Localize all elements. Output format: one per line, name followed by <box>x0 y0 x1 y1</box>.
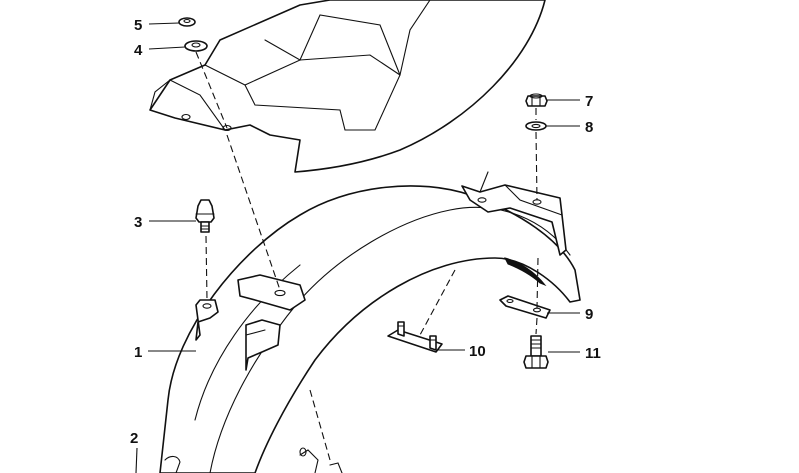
rear-fender-part-1 <box>159 171 581 473</box>
callout-label-4: 4 <box>134 42 143 59</box>
stud-part-3 <box>195 199 215 233</box>
bolt-part-11 <box>523 335 549 369</box>
callout-leaders <box>135 22 580 473</box>
washer-part-5 <box>178 17 196 27</box>
callout-label-7: 7 <box>585 93 593 110</box>
washer-part-4 <box>184 40 208 52</box>
bracket-part-9 <box>499 295 551 319</box>
callout-label-1: 1 <box>134 344 142 361</box>
callout-labels: 5 4 3 1 2 7 8 9 10 11 <box>130 17 601 447</box>
callout-label-11: 11 <box>585 345 601 362</box>
callout-label-5: 5 <box>134 17 142 34</box>
callout-label-2: 2 <box>130 430 138 447</box>
assembly-lines <box>195 51 539 461</box>
callout-label-9: 9 <box>585 306 593 323</box>
callout-label-8: 8 <box>585 119 593 136</box>
frame-subassembly <box>149 0 546 173</box>
nut-part-7 <box>525 93 548 107</box>
bracket-part-10 <box>387 321 443 353</box>
washer-part-8 <box>525 121 547 131</box>
callout-label-3: 3 <box>134 214 142 231</box>
callout-label-10: 10 <box>469 343 486 360</box>
